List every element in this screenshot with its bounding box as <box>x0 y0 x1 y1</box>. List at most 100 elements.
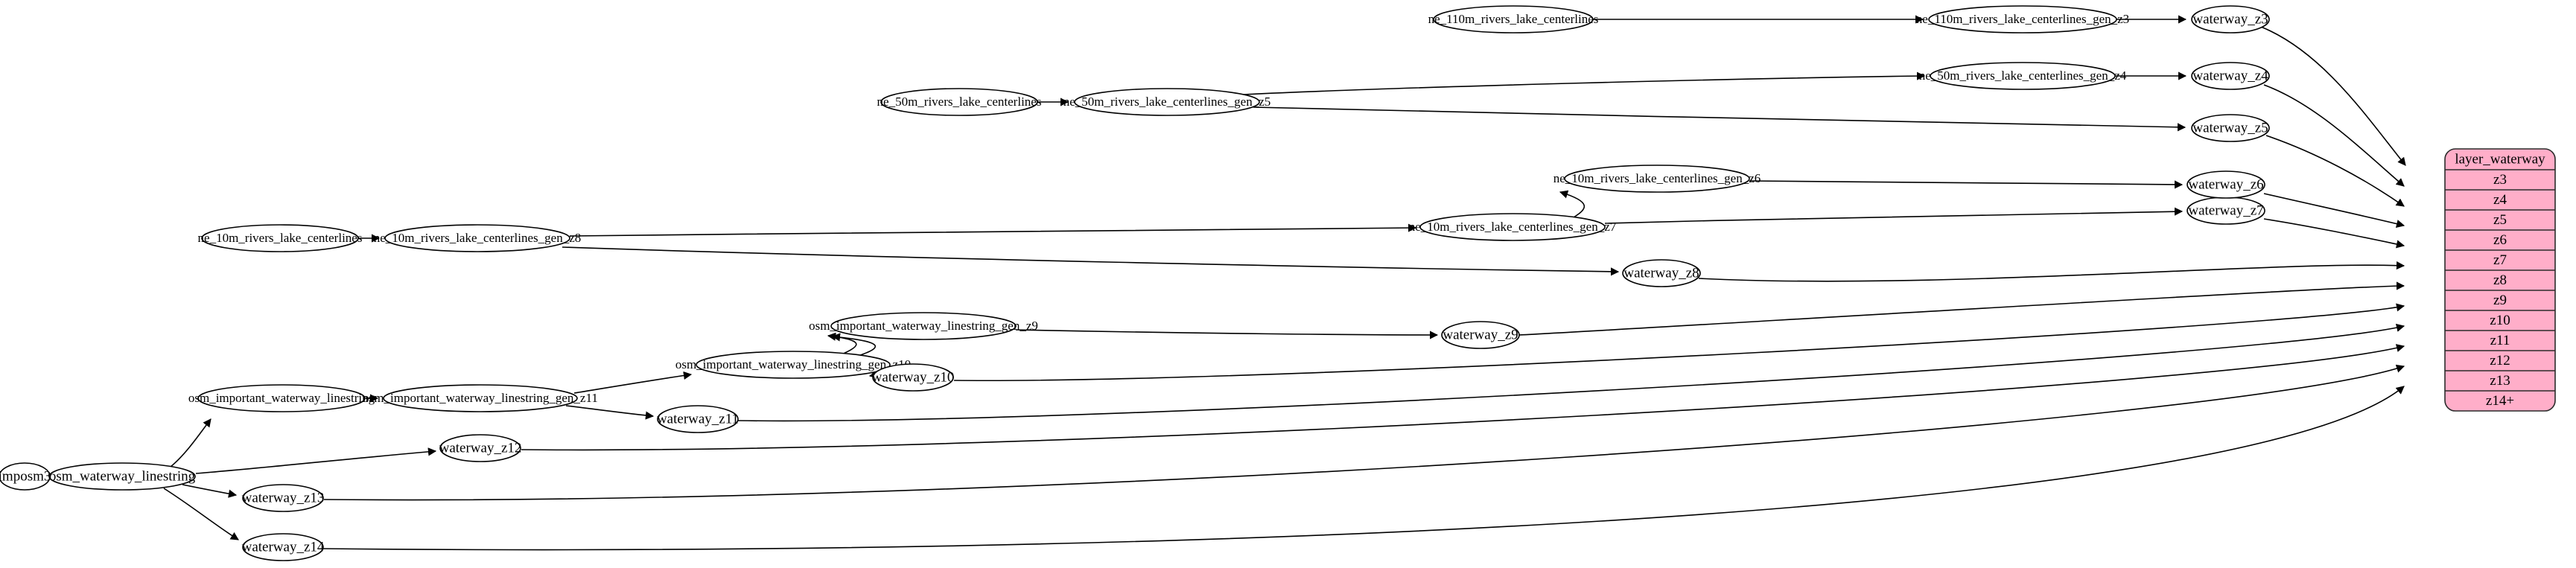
table-row-z3[interactable]: z3 <box>2445 169 2555 188</box>
node-ne_50m_rivers_lake_centerlines[interactable]: ne_50m_rivers_lake_centerlines <box>877 88 1042 116</box>
node-shape <box>880 88 1038 116</box>
table-row-label: z5 <box>2493 212 2507 228</box>
table-row-z6[interactable]: z6 <box>2445 229 2555 248</box>
table-row-z12[interactable]: z12 <box>2445 350 2555 368</box>
node-label: waterway_z9 <box>1443 327 1518 342</box>
table-row-z8[interactable]: z8 <box>2445 269 2555 288</box>
node-waterway_z8[interactable]: waterway_z8 <box>1622 259 1701 287</box>
edge-wz13-row-z13 <box>323 364 2405 501</box>
node-waterway_z4[interactable]: waterway_z4 <box>2191 62 2270 90</box>
node-waterway_z11[interactable]: waterway_z11 <box>657 405 739 433</box>
table-row-z14+[interactable]: z14+ <box>2445 390 2555 409</box>
node-label: waterway_z4 <box>2192 68 2268 83</box>
node-shape <box>383 384 578 412</box>
node-label: waterway_z3 <box>2192 11 2268 27</box>
node-shape <box>830 312 1017 340</box>
node-osm_important_waterway_linestring_gen_z10[interactable]: osm_important_waterway_linestring_gen_z1… <box>675 351 911 379</box>
node-label: ne_10m_rivers_lake_centerlines <box>198 231 363 245</box>
node-osm_important_waterway_linestring_gen_z9[interactable]: osm_important_waterway_linestring_gen_z9 <box>809 312 1038 340</box>
node-label: ne_10m_rivers_lake_centerlines_gen_z8 <box>374 231 582 245</box>
edge-wz4-row-z4 <box>2263 84 2405 187</box>
node-label: ne_50m_rivers_lake_centerlines_gen_z4 <box>1919 68 2127 83</box>
edge-genz6-wz6 <box>1749 180 2184 189</box>
node-label: osm_waterway_linestring <box>49 468 196 484</box>
edge-wz6-row-z6 <box>2263 193 2405 229</box>
table-row-z9[interactable]: z9 <box>2445 290 2555 308</box>
node-label: ne_10m_rivers_lake_centerlines_gen_z6 <box>1553 171 1761 185</box>
node-label: waterway_z10 <box>872 369 955 385</box>
table-row-z11[interactable]: z11 <box>2445 330 2555 348</box>
table-row-z10[interactable]: z10 <box>2445 310 2555 328</box>
edge-genz9-wz9 <box>1015 329 1439 339</box>
edge-wz8-row-z8 <box>1698 261 2405 282</box>
node-waterway_z6[interactable]: waterway_z6 <box>2187 170 2265 199</box>
table-row-label: z6 <box>2493 232 2507 248</box>
node-label: ne_110m_rivers_lake_centerlines_gen_z3 <box>1916 12 2129 26</box>
node-waterway_z13[interactable]: waterway_z13 <box>242 484 325 512</box>
node-shape <box>1930 62 2116 90</box>
node-waterway_z12[interactable]: waterway_z12 <box>439 434 522 462</box>
node-label: osm_important_waterway_linestring_gen_z1… <box>675 357 911 371</box>
edge-genz5-wz5 <box>1253 106 2187 132</box>
node-waterway_z7[interactable]: waterway_z7 <box>2187 197 2265 225</box>
table-row-label: z13 <box>2490 373 2510 389</box>
node-label: waterway_z13 <box>242 490 325 505</box>
edge-wz12-row-z12 <box>521 344 2405 451</box>
table-row-z7[interactable]: z7 <box>2445 249 2555 268</box>
node-waterway_z5[interactable]: waterway_z5 <box>2191 114 2270 142</box>
edge-osmwl-wz14 <box>163 488 239 540</box>
table-row-z4[interactable]: z4 <box>2445 189 2555 208</box>
node-osm_important_waterway_linestring[interactable]: osm_important_waterway_linestring <box>188 384 375 412</box>
edge-genz5-genz4 <box>1242 71 1926 95</box>
node-waterway_z14[interactable]: waterway_z14 <box>242 533 325 561</box>
node-shape <box>1564 165 1750 193</box>
table-row-label: z11 <box>2490 333 2510 348</box>
node-waterway_z3[interactable]: waterway_z3 <box>2191 5 2270 33</box>
node-ne_110m_rivers_lake_centerlines_gen_z3[interactable]: ne_110m_rivers_lake_centerlines_gen_z3 <box>1916 5 2129 33</box>
edge-layer <box>43 15 2406 551</box>
node-waterway_z9[interactable]: waterway_z9 <box>1441 321 1520 349</box>
edge-genz8-genz7 <box>569 223 1417 237</box>
node-ne_50m_rivers_lake_centerlines_gen_z5[interactable]: ne_50m_rivers_lake_centerlines_gen_z5 <box>1063 88 1271 116</box>
table-row-label: z3 <box>2493 172 2507 188</box>
node-ne_10m_rivers_lake_centerlines_gen_z8[interactable]: ne_10m_rivers_lake_centerlines_gen_z8 <box>374 224 582 252</box>
node-shape <box>201 224 359 252</box>
node-osm_waterway_linestring[interactable]: osm_waterway_linestring <box>48 462 196 491</box>
node-shape <box>2191 5 2270 33</box>
node-label: waterway_z11 <box>657 411 739 427</box>
node-shape <box>696 351 891 379</box>
node-shape <box>1419 213 1606 241</box>
node-shape <box>2187 170 2265 199</box>
table-row-label: z10 <box>2490 313 2510 328</box>
node-label: waterway_z14 <box>242 539 325 555</box>
node-osm_important_waterway_linestring_gen_z11[interactable]: osm_important_waterway_linestring_gen_z1… <box>363 384 598 412</box>
edge-genz7-genz6 <box>1559 190 1586 218</box>
node-label: ne_50m_rivers_lake_centerlines_gen_z5 <box>1063 95 1271 109</box>
node-shape <box>1074 88 1260 116</box>
node-ne_10m_rivers_lake_centerlines[interactable]: ne_10m_rivers_lake_centerlines <box>198 224 363 252</box>
node-label: osm_important_waterway_linestring_gen_z1… <box>363 391 598 405</box>
node-shape <box>657 405 739 433</box>
node-imposm3[interactable]: imposm3 <box>0 462 51 491</box>
edge-genz8-wz8 <box>562 246 1620 276</box>
table-row-z5[interactable]: z5 <box>2445 209 2555 228</box>
edge-genz10-genz9 <box>831 333 877 357</box>
node-shape <box>1441 321 1520 349</box>
node-shape <box>1433 5 1594 33</box>
edge-osmwl-wz13 <box>182 484 238 498</box>
node-shape <box>242 533 324 561</box>
node-ne_10m_rivers_lake_centerlines_gen_z6[interactable]: ne_10m_rivers_lake_centerlines_gen_z6 <box>1553 165 1761 193</box>
node-label: imposm3 <box>0 468 51 484</box>
node-label: waterway_z12 <box>439 440 522 456</box>
node-ne_110m_rivers_lake_centerlines[interactable]: ne_110m_rivers_lake_centerlines <box>1428 5 1599 33</box>
node-shape <box>2191 114 2270 142</box>
edge-wz10-row-z10 <box>953 303 2405 382</box>
table-row-label: z4 <box>2493 192 2507 208</box>
node-ne_50m_rivers_lake_centerlines_gen_z4[interactable]: ne_50m_rivers_lake_centerlines_gen_z4 <box>1919 62 2127 90</box>
node-waterway_z10[interactable]: waterway_z10 <box>872 363 955 392</box>
node-label: osm_important_waterway_linestring <box>188 391 375 405</box>
node-ne_10m_rivers_lake_centerlines_gen_z7[interactable]: ne_10m_rivers_lake_centerlines_gen_z7 <box>1409 213 1617 241</box>
table-row-z13[interactable]: z13 <box>2445 370 2555 389</box>
node-shape <box>872 363 954 392</box>
